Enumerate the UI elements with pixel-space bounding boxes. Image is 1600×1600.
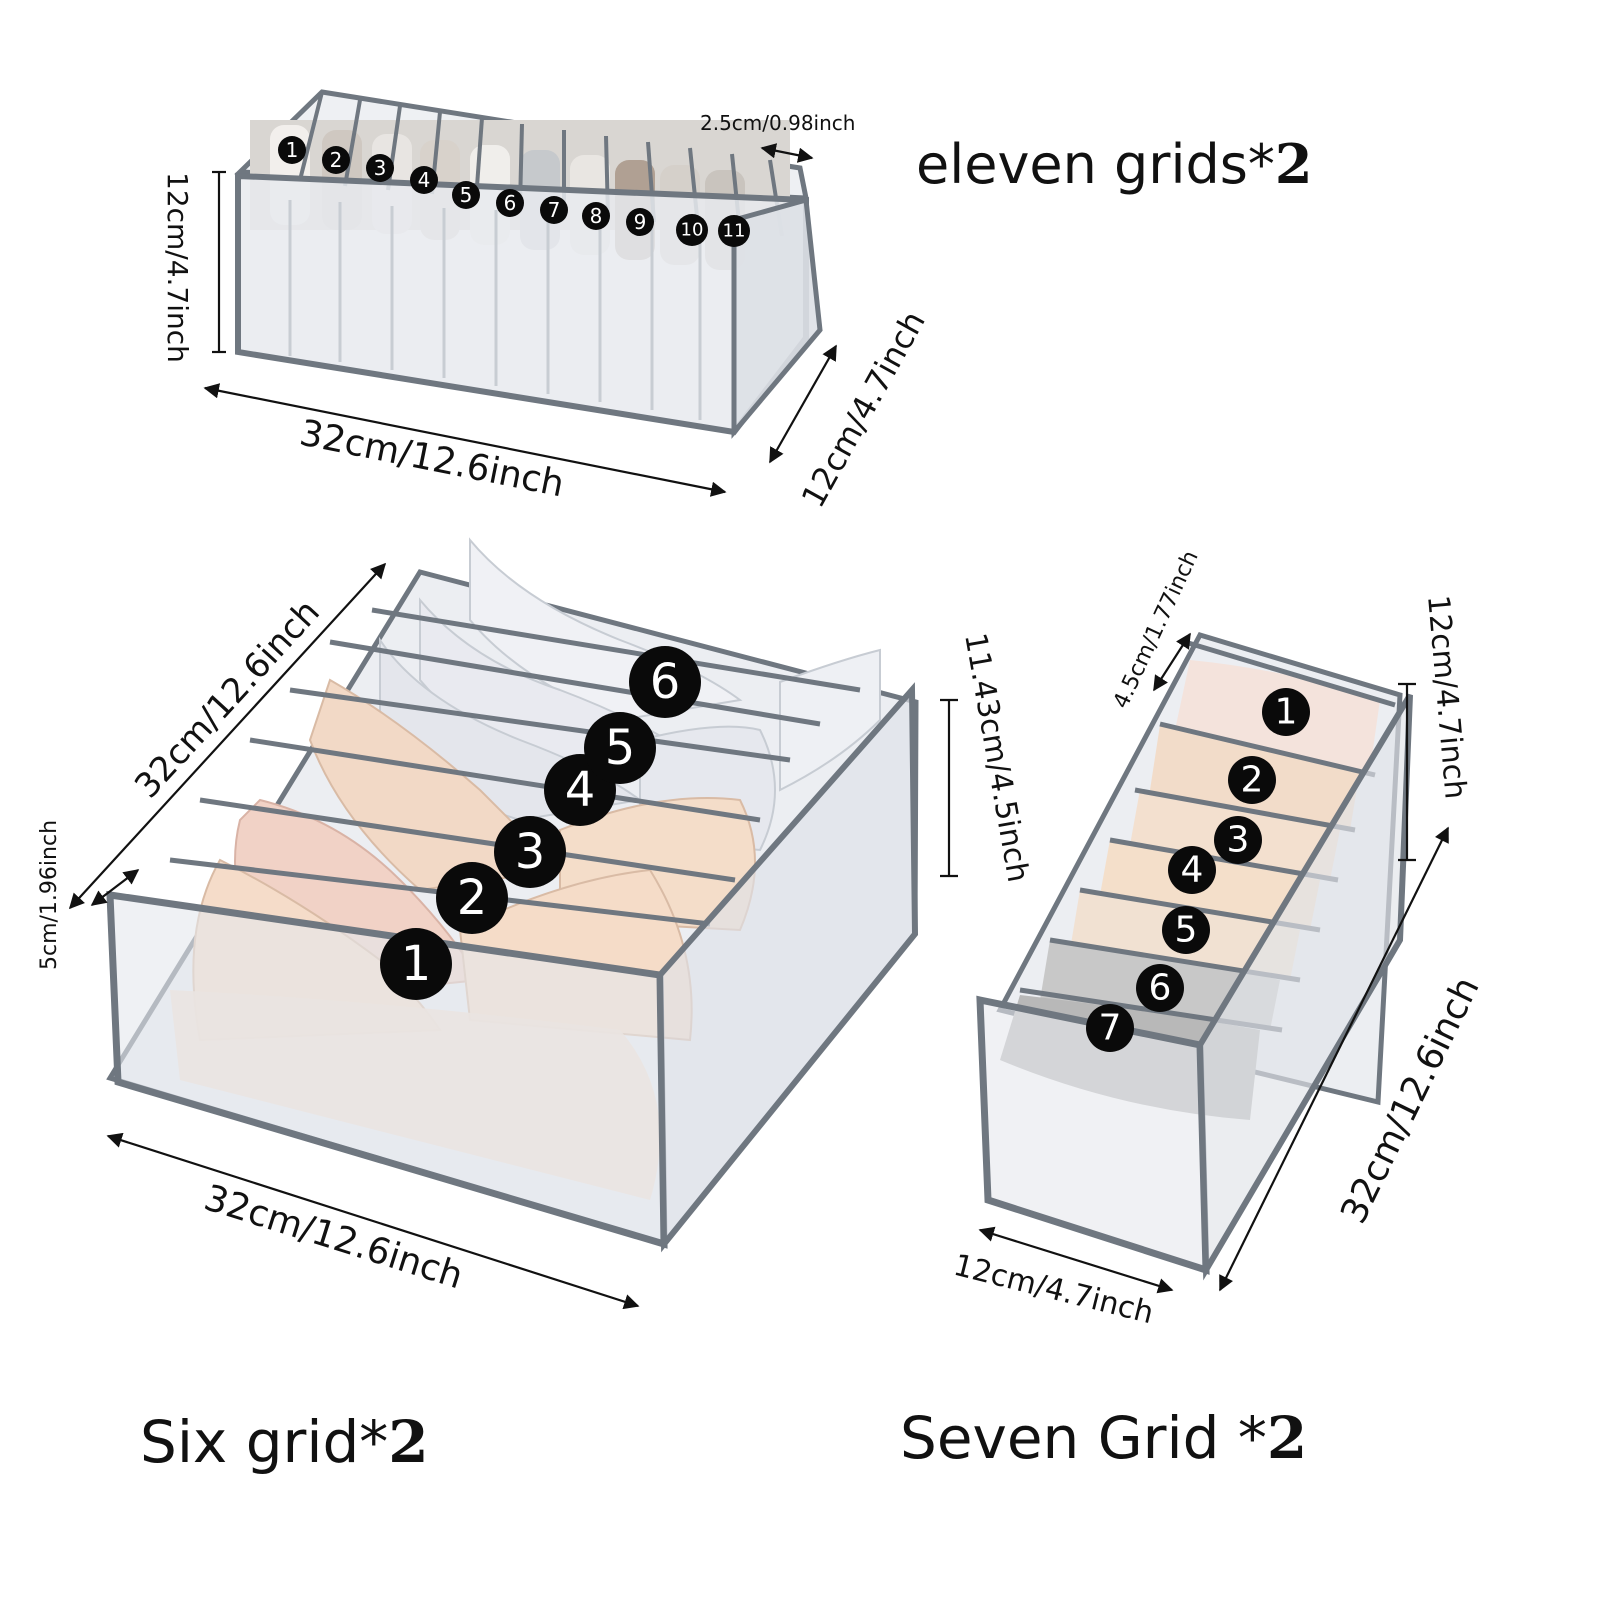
six-badge-label: 3: [515, 824, 546, 880]
seven-badge-label: 4: [1181, 850, 1204, 891]
eleven-height-label: 12cm/4.7inch: [161, 172, 194, 363]
six-grid-organizer: 1 2 3 4 5 6: [106, 537, 919, 1253]
eleven-badge-label: 7: [548, 198, 561, 222]
six-badge: [584, 712, 656, 784]
seven-badge-label: 6: [1149, 968, 1172, 1009]
seven-grid-title-count: 2: [1266, 1404, 1308, 1472]
eleven-badge-label: 8: [590, 204, 603, 228]
seven-badge: [1168, 846, 1216, 894]
eleven-badge-label: 3: [374, 156, 387, 180]
seven-grid-title: Seven Grid *2: [900, 1404, 1307, 1472]
seven-badge: [1136, 964, 1184, 1012]
eleven-badge-label: 2: [330, 148, 343, 172]
eleven-badge-label: 1: [286, 138, 299, 162]
seven-badge-label: 3: [1227, 820, 1250, 861]
eleven-grids-title-text: eleven grids*: [916, 133, 1275, 196]
eleven-grid-organizer: 1 2 3 4 5 6 7 8 9 10 11: [234, 89, 823, 439]
six-badge-label: 5: [605, 720, 636, 776]
eleven-badge: [452, 181, 480, 209]
eleven-grids-title: eleven grids*2: [916, 132, 1313, 196]
eleven-height-dimension: 12cm/4.7inch: [161, 170, 226, 363]
six-badge: [494, 816, 566, 888]
six-badge-label: 1: [401, 936, 432, 992]
eleven-grids-title-count: 2: [1274, 132, 1313, 196]
eleven-badge-label: 10: [681, 220, 704, 241]
eleven-badge: [676, 214, 708, 246]
eleven-badge: [626, 208, 654, 236]
eleven-badge: [410, 166, 438, 194]
six-height-label: 11.43cm/4.5inch: [957, 630, 1035, 885]
seven-width-label: 12cm/4.7inch: [950, 1248, 1157, 1331]
eleven-divider-label: 2.5cm/0.98inch: [700, 111, 855, 135]
eleven-divider-dimension: 2.5cm/0.98inch: [700, 111, 855, 163]
seven-badge: [1228, 756, 1276, 804]
six-divider-label: 5cm/1.96inch: [37, 820, 62, 970]
six-grid-title-text: Six grid*: [140, 1408, 389, 1476]
eleven-badge: [322, 146, 350, 174]
seven-grid-organizer: 1 2 3 4 5 6 7: [976, 632, 1413, 1281]
seven-height-label: 12cm/4.7inch: [1420, 594, 1473, 801]
six-divider-dimension: 5cm/1.96inch: [37, 820, 140, 970]
six-badge-label: 6: [650, 654, 681, 710]
eleven-badge: [540, 196, 568, 224]
eleven-badge: [366, 154, 394, 182]
eleven-badge-label: 9: [634, 210, 647, 234]
six-height-dimension: 11.43cm/4.5inch: [940, 630, 1035, 885]
six-badge-label: 2: [457, 870, 488, 926]
eleven-badge-label: 5: [460, 183, 473, 207]
six-badge: [380, 928, 452, 1000]
eleven-badge-label: 6: [504, 191, 517, 215]
seven-badge: [1162, 906, 1210, 954]
seven-badge-label: 1: [1275, 692, 1298, 733]
seven-badge-label: 7: [1099, 1008, 1122, 1049]
six-grid-title-count: 2: [388, 1408, 429, 1476]
eleven-badge: [496, 189, 524, 217]
eleven-badge-label: 4: [418, 168, 431, 192]
seven-grid-title-text: Seven Grid *: [900, 1404, 1267, 1472]
eleven-badge-label: 11: [723, 221, 746, 242]
eleven-badge: [278, 136, 306, 164]
eleven-badge: [582, 202, 610, 230]
seven-badge-label: 2: [1241, 760, 1264, 801]
six-badge-label: 4: [565, 762, 596, 818]
six-grid-title: Six grid*2: [140, 1408, 429, 1476]
six-badge: [629, 646, 701, 718]
seven-badge: [1086, 1004, 1134, 1052]
seven-badge: [1262, 688, 1310, 736]
eleven-length-label: 32cm/12.6inch: [296, 413, 567, 506]
six-badge: [436, 862, 508, 934]
seven-badge-label: 5: [1175, 910, 1198, 951]
eleven-badge: [718, 215, 750, 247]
